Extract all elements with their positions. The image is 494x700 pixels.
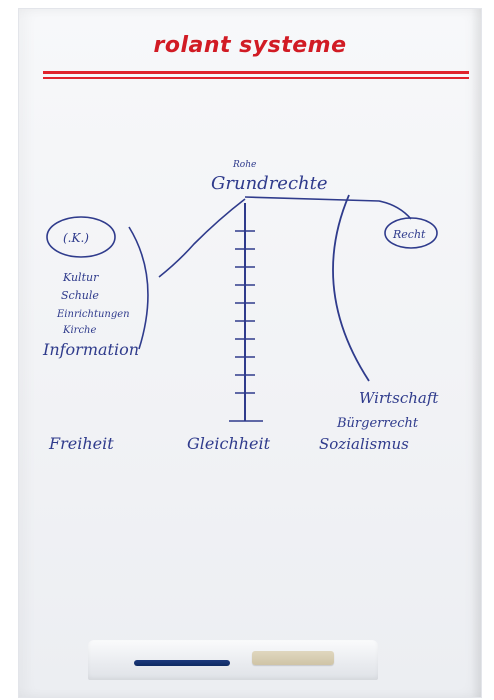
right-arc (332, 194, 370, 382)
title-text: Grundrechte (211, 173, 328, 194)
right-word-2: Bürgerrecht (336, 416, 419, 431)
left-bracket (128, 226, 149, 350)
bottom-left-text: Freiheit (48, 434, 114, 453)
eraser (252, 651, 334, 665)
right-circle (384, 217, 438, 249)
brand-red-line-top (43, 71, 469, 74)
brand-logo: rolant systeme (153, 33, 347, 58)
brand-red-line-bottom (43, 77, 469, 79)
blue-marker (134, 660, 230, 666)
handwritten-diagram: Rohe Grundrechte (42, 160, 439, 453)
left-circle-text: (.K.) (63, 231, 89, 245)
bottom-center-text: Gleichheit (187, 434, 271, 453)
left-main-text: Information (42, 340, 139, 359)
left-list-item: Kultur (62, 271, 99, 284)
marker-tray (88, 640, 378, 680)
title-connector-left (158, 198, 246, 278)
top-annotation-text: Rohe (232, 160, 256, 170)
right-word-1: Wirtschaft (359, 389, 439, 407)
title-connector-right (244, 196, 412, 220)
left-list-item: Einrichtungen (56, 309, 130, 320)
board-edge-shadow (471, 9, 481, 697)
left-circle (46, 216, 116, 258)
scale-ticks (229, 230, 263, 422)
right-circle-text: Recht (392, 228, 426, 241)
bottom-right-text: Sozialismus (319, 435, 409, 453)
left-list-item: Schule (61, 289, 99, 302)
left-list-item: Kirche (62, 325, 96, 336)
whiteboard: rolant systeme Rohe Grundrechte (18, 8, 482, 698)
